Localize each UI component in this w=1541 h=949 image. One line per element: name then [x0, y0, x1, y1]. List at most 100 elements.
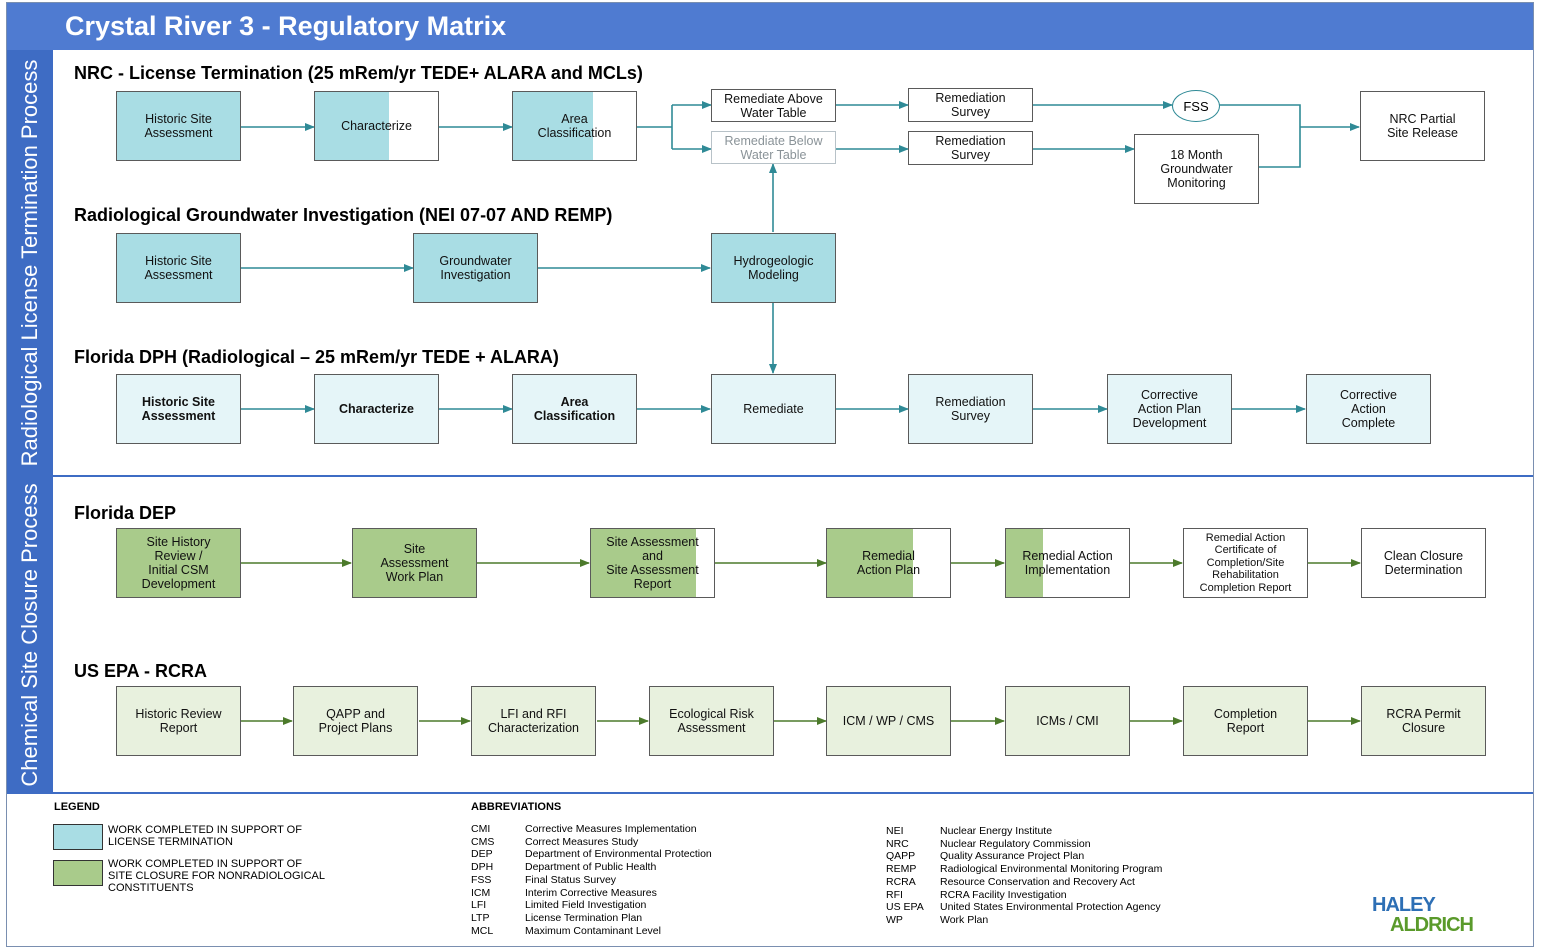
node-dep-remedial-action-implementation: Remedial Action Implementation [1005, 528, 1130, 598]
node-nrc-remediation-survey-2: Remediation Survey [908, 131, 1033, 165]
abbreviation-meaning: Radiological Environmental Monitoring Pr… [940, 863, 1163, 876]
abbreviation-code: RCRA [886, 875, 916, 888]
node-nrc-remediate-below: Remediate Below Water Table [711, 131, 836, 164]
abbreviations-title: ABBREVIATIONS [471, 801, 562, 813]
abbreviation-row: DEP Department of Environmental Protectio… [471, 848, 712, 861]
node-rgi-groundwater-investigation: Groundwater Investigation [413, 233, 538, 303]
node-epa-icm-wp-cms: ICM / WP / CMS [826, 686, 951, 756]
node-epa-ecological-risk: Ecological Risk Assessment [649, 686, 774, 756]
abbreviation-meaning: Nuclear Regulatory Commission [940, 837, 1091, 850]
sidebar-chemical: Chemical Site Closure Process [7, 477, 53, 792]
legend-text-green: WORK COMPLETED IN SUPPORT OF SITE CLOSUR… [108, 858, 325, 894]
abbreviation-meaning: United States Environmental Protection A… [940, 901, 1161, 914]
abbreviation-meaning: Department of Public Health [525, 861, 657, 874]
abbreviation-meaning: Department of Environmental Protection [525, 848, 712, 861]
abbreviation-code: DEP [471, 848, 493, 861]
section-title-nrc: NRC - License Termination (25 mRem/yr TE… [74, 63, 643, 83]
abbreviation-row: QAPP Quality Assurance Project Plan [886, 850, 1162, 863]
abbreviation-code: US EPA [886, 901, 924, 914]
abbreviation-code: RFI [886, 888, 903, 901]
node-nrc-historic-site-assessment: Historic Site Assessment [116, 91, 241, 161]
abbreviation-meaning: Limited Field Investigation [525, 899, 647, 912]
abbreviation-code: FSS [471, 873, 492, 886]
node-epa-icms-cmi: ICMs / CMI [1005, 686, 1130, 756]
node-dph-area-classification: Area Classification [512, 374, 637, 444]
abbreviation-row: US EPA United States Environmental Protec… [886, 901, 1162, 914]
abbreviation-row: DPH Department of Public Health [471, 861, 712, 874]
node-dph-characterize: Characterize [314, 374, 439, 444]
node-rgi-historic-site-assessment: Historic Site Assessment [116, 233, 241, 303]
section-title-epa: US EPA - RCRA [74, 661, 208, 681]
abbreviation-meaning: License Termination Plan [525, 911, 643, 924]
node-epa-completion-report: Completion Report [1183, 686, 1308, 756]
legend-divider [7, 792, 1533, 794]
abbreviation-meaning: RCRA Facility Investigation [940, 888, 1067, 901]
logo-line-1: HALEY [1372, 894, 1436, 916]
abbreviation-meaning: Quality Assurance Project Plan [940, 850, 1085, 863]
abbreviation-meaning: Maximum Contaminant Level [525, 924, 661, 937]
abbreviation-code: CMS [471, 835, 495, 848]
node-dep-site-assessment-work-plan: Site Assessment Work Plan [352, 528, 477, 598]
abbreviation-meaning: Work Plan [940, 913, 989, 926]
node-nrc-characterize: Characterize [314, 91, 439, 161]
section-title-fdep: Florida DEP [74, 503, 177, 523]
abbreviation-meaning: Corrective Measures Implementation [525, 823, 697, 835]
legend-swatch-blue [53, 824, 103, 850]
node-dph-corrective-action-plan: Corrective Action Plan Development [1107, 374, 1232, 444]
section-title-fdph: Florida DPH (Radiological – 25 mRem/yr T… [74, 347, 559, 367]
title-bar: Crystal River 3 - Regulatory Matrix [7, 3, 1533, 50]
abbreviation-row: ICM Interim Corrective Measures [471, 887, 712, 900]
abbreviation-meaning: Correct Measures Study [525, 835, 639, 848]
node-epa-qapp: QAPP and Project Plans [293, 686, 418, 756]
node-epa-historic-review-report: Historic Review Report [116, 686, 241, 756]
abbreviation-code: ICM [471, 886, 491, 899]
node-nrc-groundwater-monitoring: 18 Month Groundwater Monitoring [1134, 134, 1259, 204]
node-dep-remedial-action-plan: Remedial Action Plan [826, 528, 951, 598]
legend-title: LEGEND [54, 801, 100, 813]
page-title: Crystal River 3 - Regulatory Matrix [65, 11, 507, 41]
abbreviation-row: CMS Correct Measures Study [471, 836, 712, 849]
node-epa-rcra-permit-closure: RCRA Permit Closure [1361, 686, 1486, 756]
node-rgi-hydrogeologic-modeling: Hydrogeologic Modeling [711, 233, 836, 303]
node-nrc-area-classification: Area Classification [512, 91, 637, 161]
node-dep-remedial-action-certificate: Remedial Action Certificate of Completio… [1183, 528, 1308, 598]
abbreviation-code: CMI [471, 823, 491, 835]
section-divider [7, 475, 1533, 477]
legend-text-blue: WORK COMPLETED IN SUPPORT OF LICENSE TER… [108, 824, 302, 848]
abbreviation-code: NEI [886, 825, 904, 837]
abbreviation-meaning: Final Status Survey [525, 873, 617, 886]
abbreviation-meaning: Nuclear Energy Institute [940, 825, 1053, 837]
abbreviation-code: LTP [471, 911, 490, 924]
sidebar-radiological: Radiological License Termination Process [7, 50, 53, 475]
node-dph-corrective-action-complete: Corrective Action Complete [1306, 374, 1431, 444]
node-dph-remediation-survey: Remediation Survey [908, 374, 1033, 444]
node-nrc-fss: FSS [1172, 90, 1220, 122]
abbreviation-code: LFI [471, 899, 487, 912]
abbreviation-code: DPH [471, 861, 494, 874]
page-frame [6, 2, 1534, 947]
abbreviation-row: NEI Nuclear Energy Institute [886, 825, 1162, 838]
abbreviation-row: FSS Final Status Survey [471, 874, 712, 887]
node-dep-site-history-review: Site History Review / Initial CSM Develo… [116, 528, 241, 598]
section-title-rgi: Radiological Groundwater Investigation (… [74, 205, 613, 225]
node-nrc-remediation-survey-1: Remediation Survey [908, 88, 1033, 122]
abbreviation-code: QAPP [886, 850, 916, 863]
abbreviation-meaning: Interim Corrective Measures [525, 886, 657, 899]
abbreviation-row: RFI RCRA Facility Investigation [886, 889, 1162, 902]
haley-aldrich-logo: HALEY ALDRICH [1372, 894, 1474, 936]
node-dph-remediate: Remediate [711, 374, 836, 444]
node-dph-historic-site-assessment: Historic Site Assessment [116, 374, 241, 444]
logo-line-2: ALDRICH [1390, 914, 1474, 936]
node-dep-clean-closure: Clean Closure Determination [1361, 528, 1486, 598]
node-dep-site-assessment-report: Site Assessment and Site Assessment Repo… [590, 528, 715, 598]
node-nrc-remediate-above: Remediate Above Water Table [711, 89, 836, 122]
abbreviation-row: CMI Corrective Measures Implementation [471, 823, 712, 836]
